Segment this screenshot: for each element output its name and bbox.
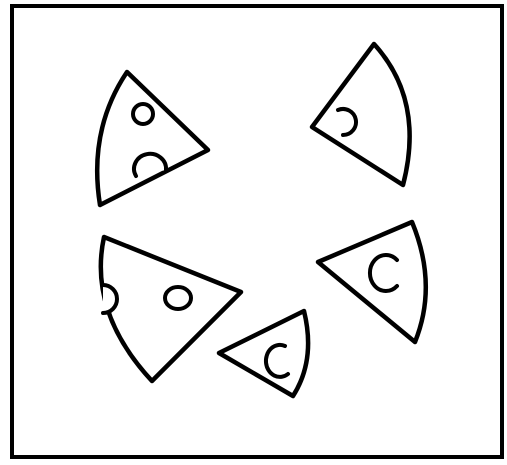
wedge-hole-c [370, 255, 397, 291]
wedge-hole-edge [103, 285, 117, 313]
figure-frame [12, 6, 502, 457]
wedge-hole [165, 287, 191, 309]
wedge-hole-c [266, 345, 288, 377]
wedge-hole [133, 104, 153, 124]
